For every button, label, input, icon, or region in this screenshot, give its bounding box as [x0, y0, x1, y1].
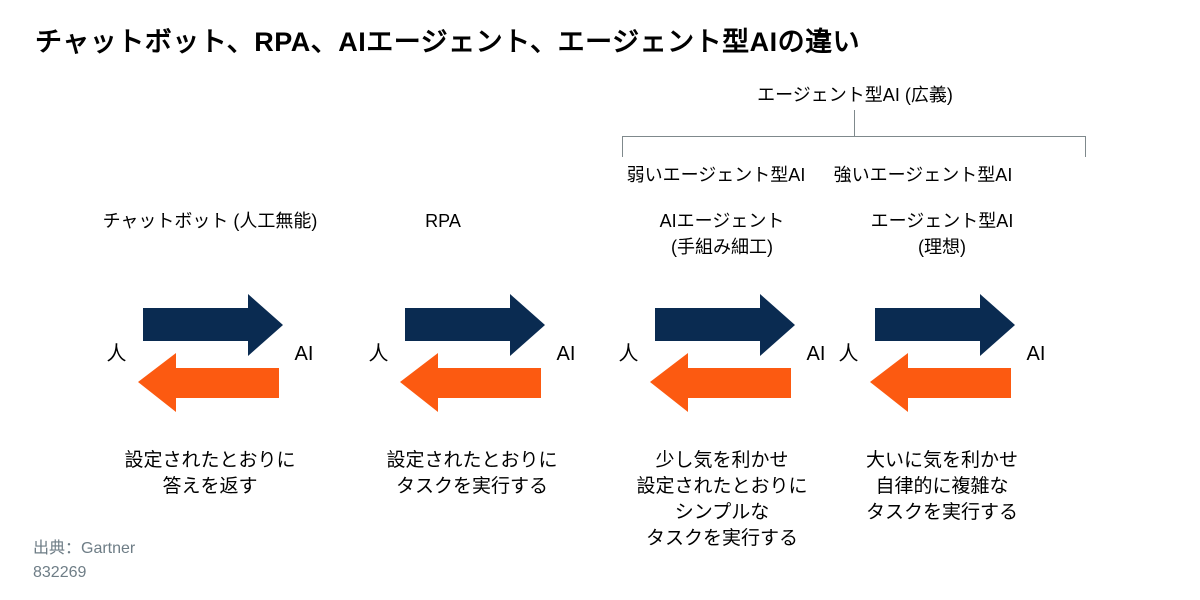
ai-label: AI [1026, 343, 1046, 365]
ai-to-human-arrow [137, 353, 279, 412]
bracket-horizontal-line [622, 136, 1086, 137]
ai-to-human-arrow [869, 353, 1011, 412]
bracket-right-tick [1085, 136, 1086, 157]
source-attribution: 出典：Gartner [33, 540, 136, 557]
ai-label: AI [806, 343, 826, 365]
human-label: 人 [368, 343, 389, 365]
human-label: 人 [838, 343, 859, 365]
column-header: RPA [425, 211, 461, 231]
column-agentic-ai: エージェント型AI (理想) 人 AI 大いに気を利かせ 自律的に複雑な タスク… [817, 208, 1067, 526]
exchange-arrows-row: 人 AI [597, 293, 847, 415]
column-ai-agent: AIエージェント (手組み細工) 人 AI 少し気を利かせ 設定されたとおりに … [597, 208, 847, 552]
exchange-arrows-icon [649, 294, 795, 412]
exchange-arrows-row: 人 AI [347, 293, 597, 415]
exchange-arrows-icon [399, 294, 545, 412]
column-header: チャットボット (人工無能) [102, 211, 318, 231]
column-rpa: RPA 人 AI 設定されたとおりに タスクを実行する [347, 208, 597, 500]
exchange-arrows-icon [137, 294, 283, 412]
bracket-left-tick [622, 136, 623, 157]
exchange-arrows-icon [869, 294, 1015, 412]
bracket-connector-line [854, 110, 855, 137]
column-description: 少し気を利かせ 設定されたとおりに シンプルな タスクを実行する [636, 450, 808, 549]
strong-agentic-ai-label: 強いエージェント型AI [833, 165, 1013, 185]
page-title: チャットボット、RPA、AIエージェント、エージェント型AIの違い [35, 27, 861, 57]
column-description: 大いに気を利かせ 自律的に複雑な タスクを実行する [865, 450, 1018, 523]
column-description: 設定されたとおりに タスクを実行する [386, 450, 558, 497]
human-to-ai-arrow [142, 294, 283, 356]
bracket-group-label: エージェント型AI (広義) [757, 85, 953, 105]
human-to-ai-arrow [654, 294, 795, 356]
ai-label: AI [294, 343, 314, 365]
human-label: 人 [618, 343, 639, 365]
human-to-ai-arrow [874, 294, 1015, 356]
column-description: 設定されたとおりに 答えを返す [124, 450, 296, 497]
human-label: 人 [106, 343, 127, 365]
column-header: AIエージェント (手組み細工) [659, 211, 785, 257]
exchange-arrows-row: 人 AI [817, 293, 1067, 415]
ai-label: AI [556, 343, 576, 365]
column-header: エージェント型AI (理想) [870, 211, 1014, 257]
document-number: 832269 [33, 564, 87, 581]
ai-to-human-arrow [399, 353, 541, 412]
exchange-arrows-row: 人 AI [85, 293, 335, 415]
column-chatbot: チャットボット (人工無能) 人 AI 設定されたとおりに 答えを返す [85, 208, 335, 500]
human-to-ai-arrow [404, 294, 545, 356]
ai-to-human-arrow [649, 353, 791, 412]
weak-agentic-ai-label: 弱いエージェント型AI [626, 165, 806, 185]
